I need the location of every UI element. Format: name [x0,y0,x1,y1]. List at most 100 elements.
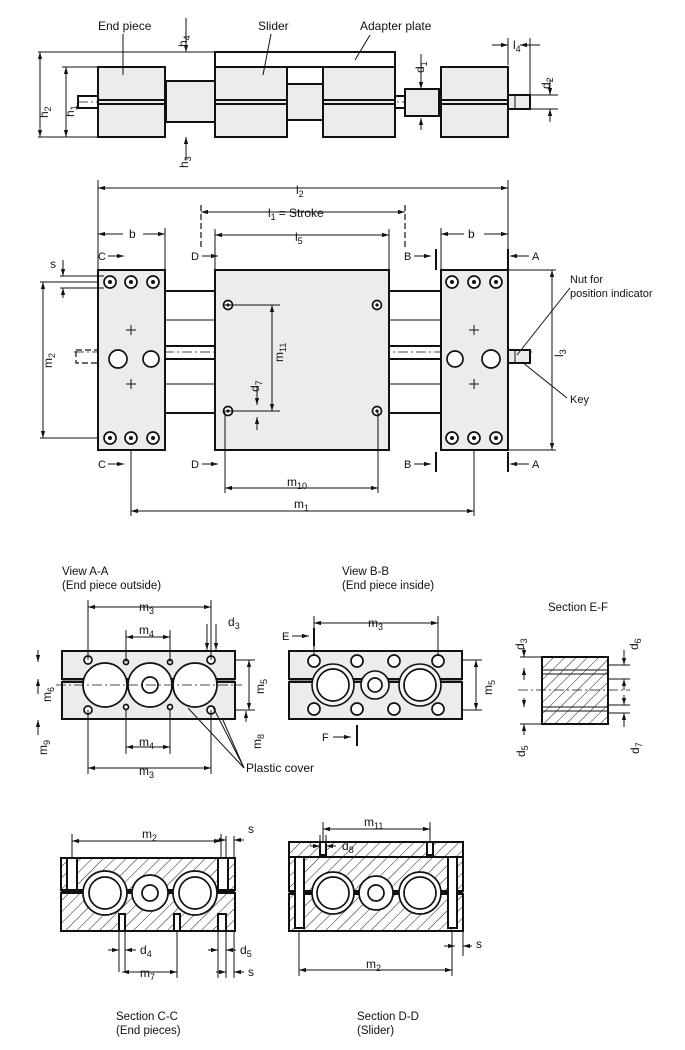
dim-d8-dd-d: d [342,839,349,853]
dim-l3-l: l [552,354,566,357]
section-e-mark: E [282,631,289,643]
dim-m2-dd-sub: 2 [376,963,381,973]
section-b-bottom: B [404,459,411,471]
svg-text:l2: l2 [296,183,304,199]
dim-m8-aa-sub: 8 [256,734,266,739]
nut-label-line1: Nut for [570,274,603,286]
section-d-bottom: D [191,459,199,471]
view-aa-title: View A-A [62,566,109,578]
dim-m11-sub: 11 [278,343,288,352]
svg-text:m9: m9 [36,740,52,755]
dim-d5-ef-sub: 5 [520,745,530,750]
dim-m3-aa-bottom-sub: 3 [149,770,154,780]
svg-text:m11: m11 [272,343,288,362]
svg-text:h4: h4 [176,35,192,47]
adapter-plate-side [214,51,396,68]
dim-s-dd: s [476,937,482,951]
dim-l3-sub: 3 [558,349,568,354]
section-c-c: m2 s d4 m7 d5 s Section C-C (End pieces) [60,822,254,1037]
dim-d8-dd-sub: 8 [349,845,354,855]
dim-b-left: b [129,227,136,241]
dim-m7-m: m [140,966,150,980]
dim-m5-bb-sub: 5 [487,680,497,685]
dim-m2-dd-m: m [366,957,376,971]
dim-m3-bb-sub: 3 [378,622,383,632]
dim-m10-sub: 10 [297,481,307,491]
svg-text:l5: l5 [295,230,303,246]
dim-m11-dd-sub: 11 [374,821,383,831]
section-a-top: A [532,251,540,263]
nut-label-line2: position indicator [570,288,653,300]
dim-m11-m: m [272,352,286,362]
view-bb-subtitle: (End piece inside) [342,580,434,592]
svg-text:l1= Stroke: l1= Stroke [268,206,324,222]
svg-text:m1: m1 [294,497,309,513]
svg-text:d5: d5 [514,745,530,757]
stroke-label: = Stroke [279,206,324,220]
svg-text:m3: m3 [139,764,154,780]
dim-l5-l: l [295,230,298,244]
dim-m5-aa-sub: 5 [259,679,269,684]
dim-m7-sub: 7 [150,972,155,982]
dim-m1-sub: 1 [304,503,309,513]
svg-text:h1: h1 [63,105,79,117]
svg-text:m2: m2 [366,957,381,973]
dim-d5-cc-sub: 5 [247,949,252,959]
dim-l1-sub: 1 [271,212,276,222]
section-dd-subtitle: (Slider) [357,1025,394,1037]
dim-d7-ef-d: d [628,747,642,754]
dim-d2-sub: 2 [545,77,555,82]
dim-h2-sub: 2 [43,106,53,111]
dim-m2-cc-sub: 2 [152,833,157,843]
svg-text:l3: l3 [552,349,568,357]
svg-text:d8: d8 [342,839,354,855]
svg-text:m2: m2 [41,353,57,368]
side-view: End piece Slider Adapter plate h2 h1 h4 … [37,18,558,168]
dim-m2-plan-sub: 2 [47,353,57,358]
section-b-top: B [404,251,411,263]
dim-m11-dd-m: m [364,815,374,829]
svg-text:d3: d3 [513,638,529,650]
slider-label: Slider [258,19,289,33]
dim-h1-h: h [63,110,77,117]
svg-text:d6: d6 [627,638,643,650]
plan-view: l2 l1= Stroke l5 [40,180,653,516]
svg-text:d7: d7 [248,380,264,392]
section-ef-title: Section E-F [548,602,608,614]
end-piece-left [97,66,166,138]
dim-d1-d: d [413,66,427,73]
svg-text:m8: m8 [250,734,266,749]
dim-l2-sub: 2 [299,189,304,199]
dim-d6-sub: 6 [633,638,643,643]
dim-b-right: b [468,227,475,241]
end-piece-plan-right [440,269,531,451]
end-piece-plan-left [75,269,166,451]
dim-m3-aa-bottom-m: m [139,764,149,778]
view-b-b: View B-B (End piece inside) m3 m5 E F Pl… [187,566,497,775]
dim-h3-h: h [177,161,191,168]
adapter-plate-label: Adapter plate [360,19,432,33]
svg-text:m7: m7 [140,966,155,982]
section-c-bottom: C [98,459,106,471]
dim-m2-plan-m: m [41,358,55,368]
dim-m9-m: m [36,745,50,755]
view-bb-title: View B-B [342,566,389,578]
dim-s-cc-top: s [248,822,254,836]
svg-text:d4: d4 [140,943,152,959]
dim-m9-sub: 9 [42,740,52,745]
dim-h2-h: h [37,111,51,118]
dim-h4-h: h [176,40,190,47]
svg-text:m4: m4 [139,735,154,751]
slider-right [322,66,396,138]
svg-text:l4: l4 [513,38,521,54]
dim-l1-l: l [268,206,271,220]
svg-text:h2: h2 [37,106,53,118]
section-a-bottom: A [532,459,540,471]
dim-d4-d: d [140,943,147,957]
dim-m6-sub: 6 [46,687,56,692]
dim-d7-ef-sub: 7 [634,742,644,747]
dim-d1-sub: 1 [419,61,429,66]
section-cc-subtitle: (End pieces) [116,1025,181,1037]
